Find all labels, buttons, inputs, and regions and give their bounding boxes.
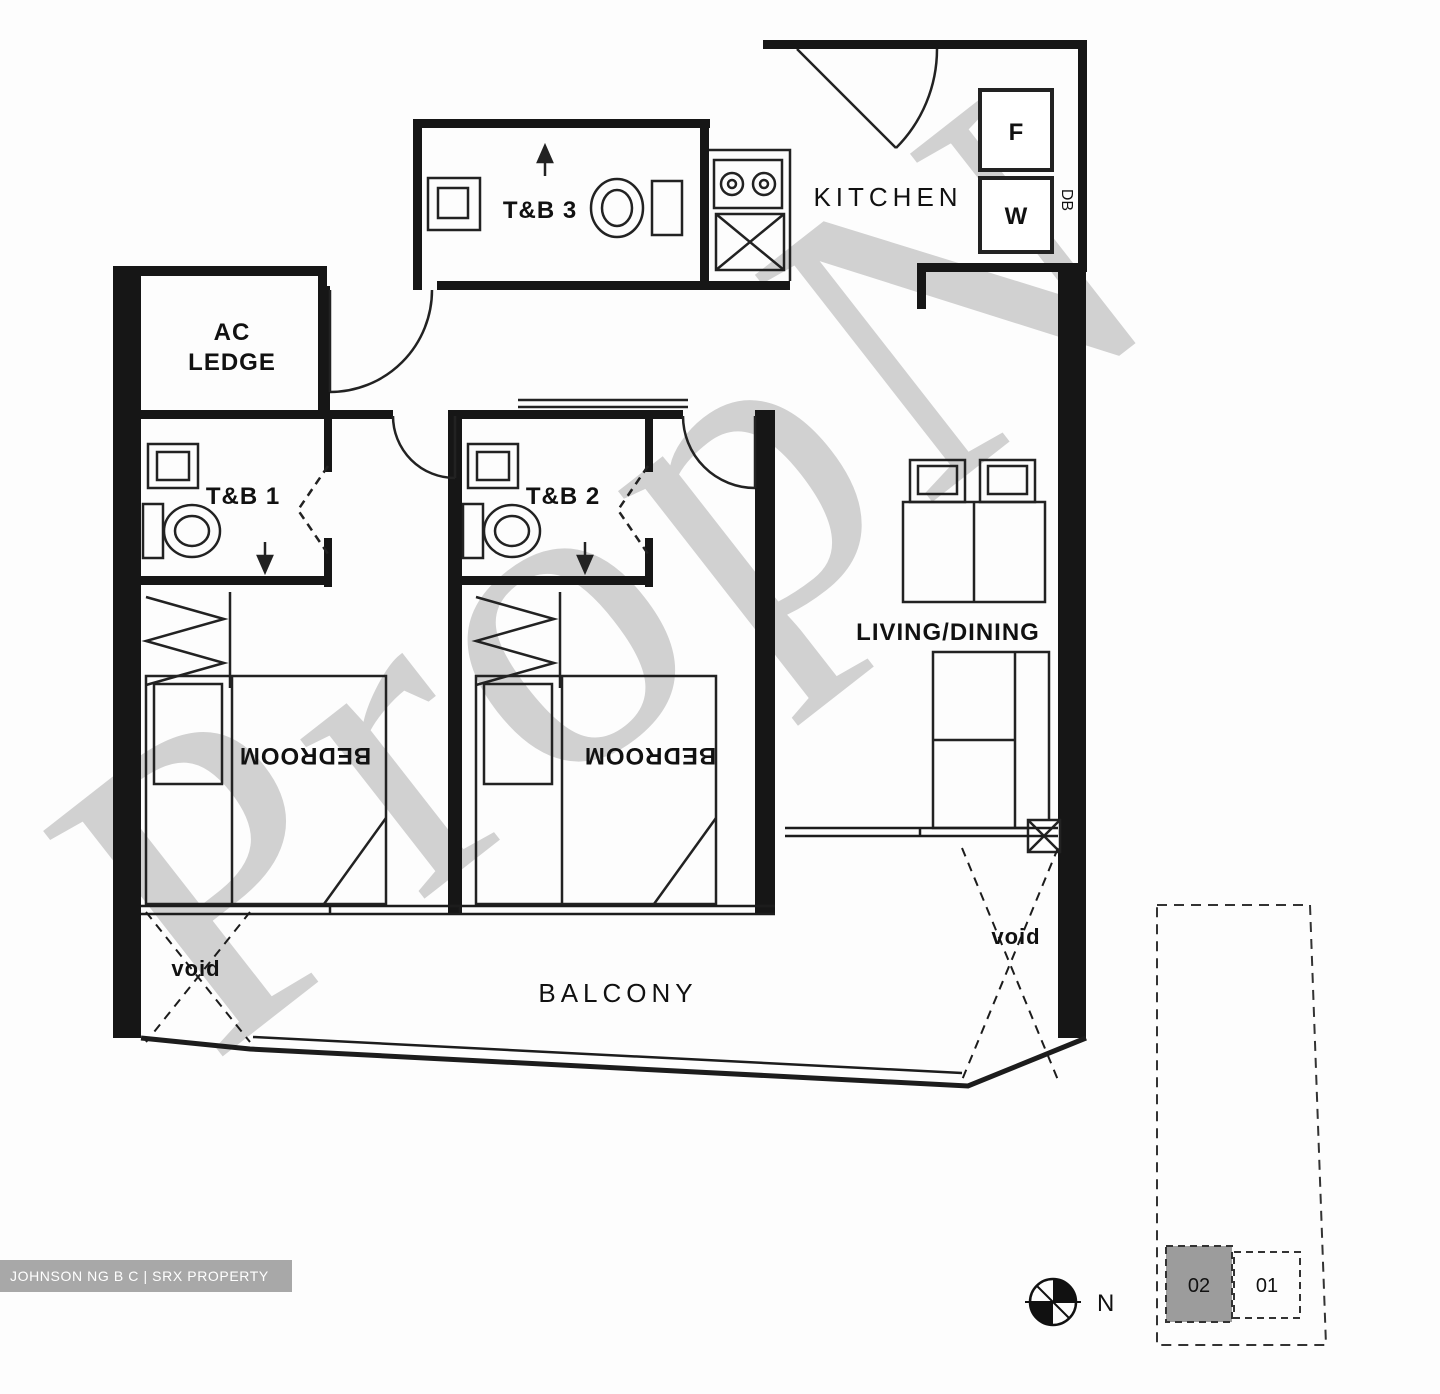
bedroom1-label: BEDROOM bbox=[239, 742, 371, 769]
fixtures bbox=[141, 88, 1062, 906]
fridge-label: F bbox=[1009, 119, 1024, 146]
living-dining-label: LIVING/DINING bbox=[856, 619, 1040, 646]
compass-north-label: N bbox=[1097, 1290, 1114, 1317]
balcony-label: BALCONY bbox=[538, 978, 697, 1008]
ac-ledge-label-line2: LEDGE bbox=[188, 349, 276, 376]
walls bbox=[113, 40, 1087, 1038]
keyplan-unit-01-label: 01 bbox=[1256, 1275, 1278, 1297]
db-label: DB bbox=[1058, 189, 1075, 211]
ac-ledge-label-line1: AC bbox=[214, 319, 251, 346]
tb3-label: T&B 3 bbox=[503, 197, 577, 224]
washer-label: W bbox=[1005, 203, 1028, 230]
void-right-label: void bbox=[991, 924, 1040, 949]
keyplan: 02 01 bbox=[1156, 904, 1328, 1346]
agent-credit: JOHNSON NG B C | SRX PROPERTY bbox=[0, 1260, 292, 1292]
void-left-label: void bbox=[171, 956, 220, 981]
keyplan-unit-02 bbox=[1165, 1245, 1233, 1323]
tb2-label: T&B 2 bbox=[526, 483, 600, 510]
keyplan-unit-02-label: 02 bbox=[1188, 1275, 1210, 1297]
kitchen-label: KITCHEN bbox=[813, 182, 962, 212]
tb1-label: T&B 1 bbox=[206, 483, 280, 510]
bedroom2-label: BEDROOM bbox=[584, 742, 716, 769]
keyplan-unit-01 bbox=[1233, 1251, 1301, 1319]
balcony-outline bbox=[140, 826, 1087, 1089]
room-labels: T&B 3 KITCHEN F W DB AC LEDGE T&B 1 T&B … bbox=[171, 119, 1075, 1008]
doors bbox=[296, 48, 939, 555]
compass: N bbox=[1025, 1277, 1114, 1327]
